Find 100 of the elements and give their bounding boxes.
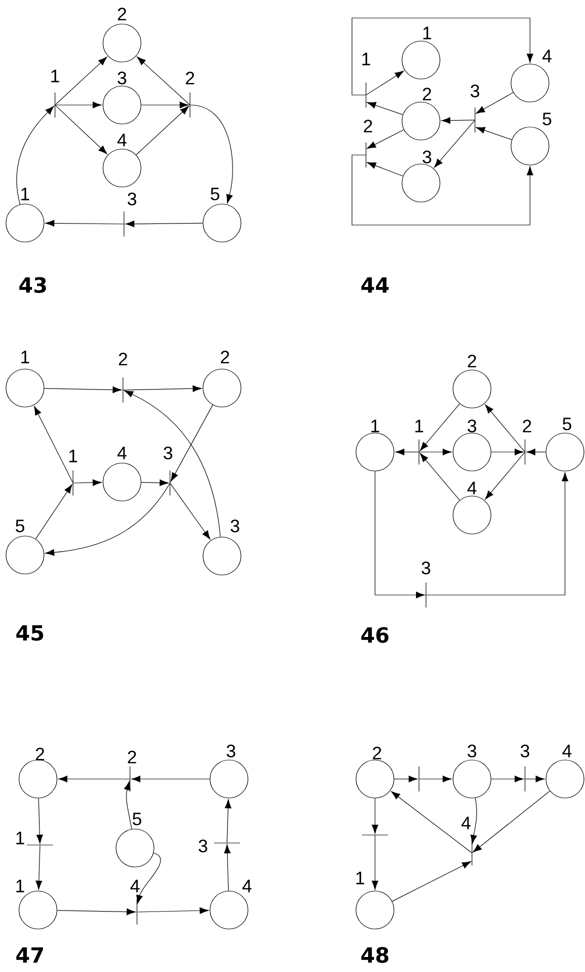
arrow: [124, 390, 221, 538]
arrow: [16, 106, 54, 205]
place-circle: [202, 368, 242, 408]
arrow: [352, 154, 534, 226]
place-circle: [356, 890, 394, 930]
place-circle: [546, 432, 584, 472]
arrow: [395, 448, 419, 456]
node-number: 1: [356, 872, 364, 884]
place-circle: [18, 890, 58, 930]
node-number: 3: [470, 84, 480, 98]
node-number: 5: [562, 418, 572, 430]
place-circle: [210, 890, 248, 930]
node-number: 2: [186, 72, 194, 84]
place-circle: [102, 148, 142, 188]
node-number: 3: [422, 150, 432, 164]
place-circle: [6, 204, 44, 242]
place-circle: [6, 368, 44, 408]
arrow: [352, 18, 534, 96]
place-circle: [402, 102, 440, 140]
place-circle: [210, 760, 248, 798]
arrow: [420, 453, 460, 501]
arrow: [374, 471, 425, 598]
node-number: 1: [51, 70, 60, 82]
arrow: [123, 385, 202, 392]
arrow: [392, 861, 472, 902]
arrow: [141, 480, 169, 486]
arrow: [366, 162, 404, 176]
arrow: [525, 776, 545, 782]
node-number: 2: [372, 746, 382, 760]
place-circle: [102, 86, 142, 124]
place-circle: [510, 64, 550, 102]
node-number: 5: [16, 520, 24, 532]
node-number: 1: [21, 350, 30, 364]
figure-number: 46: [361, 627, 388, 643]
arrow: [224, 844, 231, 892]
arrow: [366, 70, 404, 96]
node-number: 3: [520, 744, 530, 758]
arrow: [419, 776, 452, 782]
node-number: 1: [423, 26, 432, 40]
arrow: [170, 483, 210, 540]
arrow: [441, 117, 475, 124]
node-number: 3: [128, 192, 136, 206]
node-number: 3: [422, 562, 430, 574]
arrow: [366, 102, 404, 115]
node-number: 3: [118, 72, 126, 84]
arrow: [55, 105, 108, 154]
place-circle: [402, 164, 440, 202]
place-circle: [18, 760, 58, 798]
node-number: 2: [522, 420, 532, 432]
figure-number: 43: [19, 277, 46, 293]
place-circle: [202, 536, 242, 576]
arrow: [476, 92, 514, 114]
place-circle: [402, 40, 440, 80]
arrow: [491, 448, 524, 456]
place-circle: [452, 432, 492, 472]
arrow: [472, 790, 550, 852]
arrow: [526, 448, 546, 456]
arrow: [391, 791, 472, 854]
node-number: 4: [130, 880, 140, 892]
arrow: [484, 452, 525, 500]
arrow: [372, 835, 378, 890]
node-number: 1: [69, 450, 78, 462]
node-number: 4: [461, 816, 470, 830]
arrow: [476, 127, 512, 140]
node-number: 4: [117, 134, 126, 146]
node-number: 2: [468, 354, 476, 368]
place-circle: [102, 24, 142, 62]
node-number: 2: [422, 88, 432, 100]
node-number: 5: [210, 188, 220, 200]
arrow: [55, 56, 108, 106]
node-number: 2: [118, 352, 128, 366]
arrow: [419, 448, 452, 456]
arrow: [366, 129, 404, 149]
arrow: [55, 102, 102, 108]
arrow: [35, 484, 72, 540]
arrow: [45, 483, 170, 556]
place-circle: [356, 432, 394, 472]
place-circle: [452, 370, 492, 408]
node-number: 2: [364, 120, 372, 132]
arrow: [170, 404, 214, 482]
arrow: [394, 776, 418, 782]
node-number: 2: [128, 750, 136, 764]
arrow: [36, 798, 43, 844]
arrow: [484, 404, 525, 452]
figure-number: 45: [16, 625, 44, 641]
place-circle: [452, 496, 492, 534]
arrow: [136, 106, 190, 156]
arrow: [136, 852, 161, 904]
node-number: 4: [242, 880, 252, 892]
arrow: [190, 104, 233, 204]
node-number: 5: [132, 812, 142, 826]
node-number: 3: [226, 744, 236, 758]
node-number: 3: [230, 520, 240, 532]
node-number: 1: [362, 52, 370, 66]
arrow: [434, 120, 475, 168]
node-number: 3: [468, 744, 476, 758]
arrow: [58, 776, 130, 782]
node-number: 4: [542, 50, 552, 62]
node-number: 2: [36, 748, 44, 760]
arrow: [137, 907, 209, 914]
